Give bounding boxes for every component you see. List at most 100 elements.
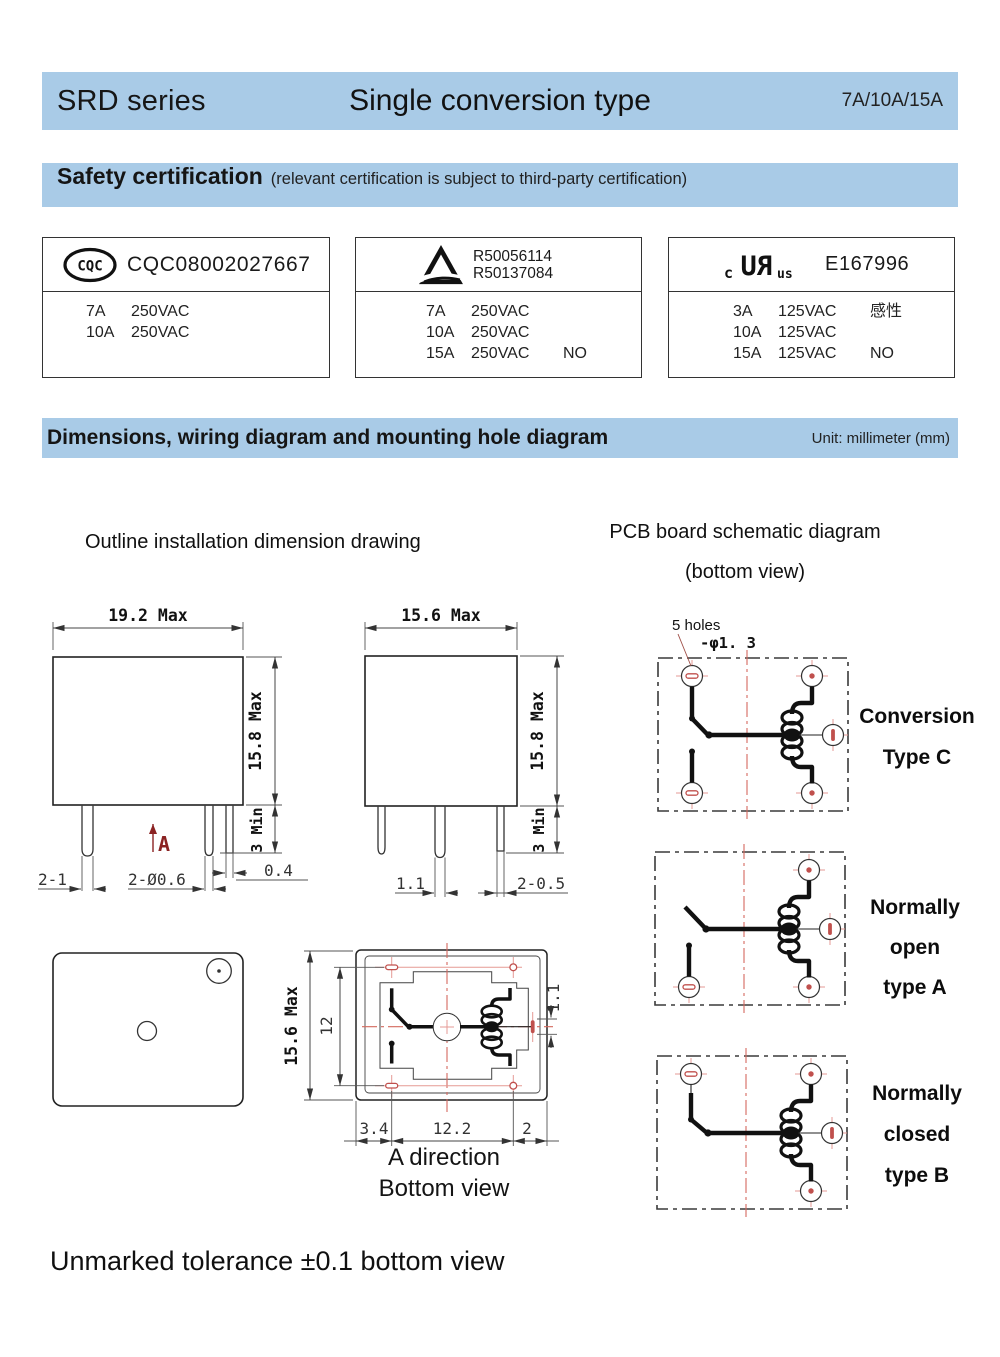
- cert-ul-header: c RU us E167996: [669, 238, 954, 292]
- vent-hole-center: [217, 969, 221, 973]
- dimensions-band: Dimensions, wiring diagram and mounting …: [42, 418, 958, 458]
- a-direction-letter: A: [158, 832, 170, 856]
- switch-lever: [390, 1008, 410, 1028]
- safety-band: Safety certification (relevant certifica…: [42, 163, 958, 207]
- pad-hole: [509, 1081, 518, 1090]
- vent-hole: [206, 958, 232, 984]
- relay-body-side: [364, 655, 518, 807]
- switch-lever-closed: [689, 1117, 709, 1135]
- outline-section-title: Outline installation dimension drawing: [85, 531, 421, 553]
- pin: [434, 806, 446, 859]
- pad-hole: [509, 963, 518, 972]
- pcb-section-title: PCB board schematic diagram (bottom view…: [578, 512, 912, 592]
- cavity-contour: [379, 971, 529, 1080]
- cert-cqc-header: CQC CQC08002027667: [43, 238, 329, 292]
- unit-note: Unit: millimeter (mm): [811, 429, 950, 447]
- relay-body-top: [52, 952, 244, 1107]
- dim-pitch: 12: [317, 1016, 336, 1035]
- safety-title: Safety certification: [57, 163, 263, 189]
- holes-count-label: 5 holes: [672, 617, 720, 634]
- center-hole: [136, 1020, 158, 1042]
- dim-3-4: 3.4: [360, 1119, 389, 1138]
- pad-slot: [385, 1082, 399, 1089]
- series-name: SRD series: [57, 84, 206, 117]
- pin: [377, 806, 386, 855]
- holes-leader-line: [677, 633, 692, 667]
- safety-subtitle: (relevant certification is subject to th…: [270, 170, 688, 188]
- coil-node: [783, 728, 801, 742]
- pin: [81, 805, 94, 857]
- pcb-title-line2: (bottom view): [684, 561, 806, 583]
- header-band: SRD series Single conversion type 7A/10A…: [42, 72, 958, 130]
- outline-inner: [364, 955, 541, 1094]
- pcb-schematic-type-a: [654, 844, 846, 1013]
- svg-text:RU: RU: [740, 251, 773, 282]
- label-pin-dia: 2-Ø0.6: [128, 870, 186, 889]
- coil-node: [484, 1021, 499, 1033]
- dim-1-1: 1.1: [396, 874, 425, 893]
- dimensions-title: Dimensions, wiring diagram and mounting …: [47, 426, 609, 449]
- coil-node: [782, 1126, 800, 1140]
- dim-pin-length: 3 Min: [248, 807, 266, 852]
- current-ratings: 7A/10A/15A: [841, 90, 943, 111]
- bottom-view-caption: A direction Bottom view: [378, 1144, 510, 1202]
- holes-diameter-label: -φ1. 3: [700, 634, 756, 652]
- pin: [496, 806, 505, 852]
- dim-height: 15.8 Max: [246, 691, 265, 771]
- cqc-logo-icon: CQC: [63, 247, 117, 282]
- triangle-cert-logo-icon: [419, 244, 463, 284]
- top-view-drawing: [52, 952, 244, 1107]
- bottom-view-drawing: 15.6 Max 12 3.4 12.2 2 1.1: [282, 943, 563, 1146]
- pad-slot: [385, 964, 399, 971]
- side-view-drawing: 15.6 Max 15.8 Max 3 Min 1.1 2-0.5: [364, 606, 568, 897]
- ul-file-number: E167996: [825, 253, 910, 275]
- cqc-cert-number: CQC08002027667: [127, 252, 311, 276]
- dim-height: 15.8 Max: [528, 691, 547, 771]
- cert-tuv-header: R50056114 R50137084: [356, 238, 641, 292]
- pcb-title-line1: PCB board schematic diagram: [609, 521, 881, 543]
- dim-2-0-5: 2-0.5: [517, 874, 565, 893]
- svg-text:us: us: [777, 267, 793, 282]
- dim-pin-length: 3 Min: [530, 807, 548, 852]
- pad-bar: [530, 1020, 535, 1034]
- pcb-schematic-type-c: [657, 650, 849, 819]
- switch-lever: [690, 716, 710, 737]
- dim-width: 15.6 Max: [401, 606, 481, 625]
- pcb-schematic-type-b: [656, 1048, 848, 1217]
- pin: [225, 805, 234, 854]
- dim-width: 19.2 Max: [108, 606, 188, 625]
- svg-text:CQC: CQC: [77, 258, 102, 274]
- dim-height: 15.6 Max: [282, 986, 301, 1066]
- relay-body-front: [52, 656, 244, 806]
- pin: [204, 805, 214, 857]
- dim-12-2: 12.2: [433, 1119, 472, 1138]
- tolerance-note: Unmarked tolerance ±0.1 bottom view: [50, 1246, 505, 1276]
- ul-recognized-logo-icon: c RU us: [724, 251, 793, 282]
- dim-slot-1-1: 1.1: [544, 984, 563, 1013]
- dim-pin-width: 0.4: [264, 861, 293, 880]
- page-title: Single conversion type: [349, 84, 651, 117]
- tuv-registration-numbers: R50056114 R50137084: [473, 247, 554, 282]
- switch-lever-open: [683, 905, 708, 931]
- coil-node: [780, 922, 798, 936]
- svg-text:c: c: [724, 264, 733, 282]
- dim-2: 2: [522, 1119, 532, 1138]
- label-2-1: 2-1: [38, 870, 67, 889]
